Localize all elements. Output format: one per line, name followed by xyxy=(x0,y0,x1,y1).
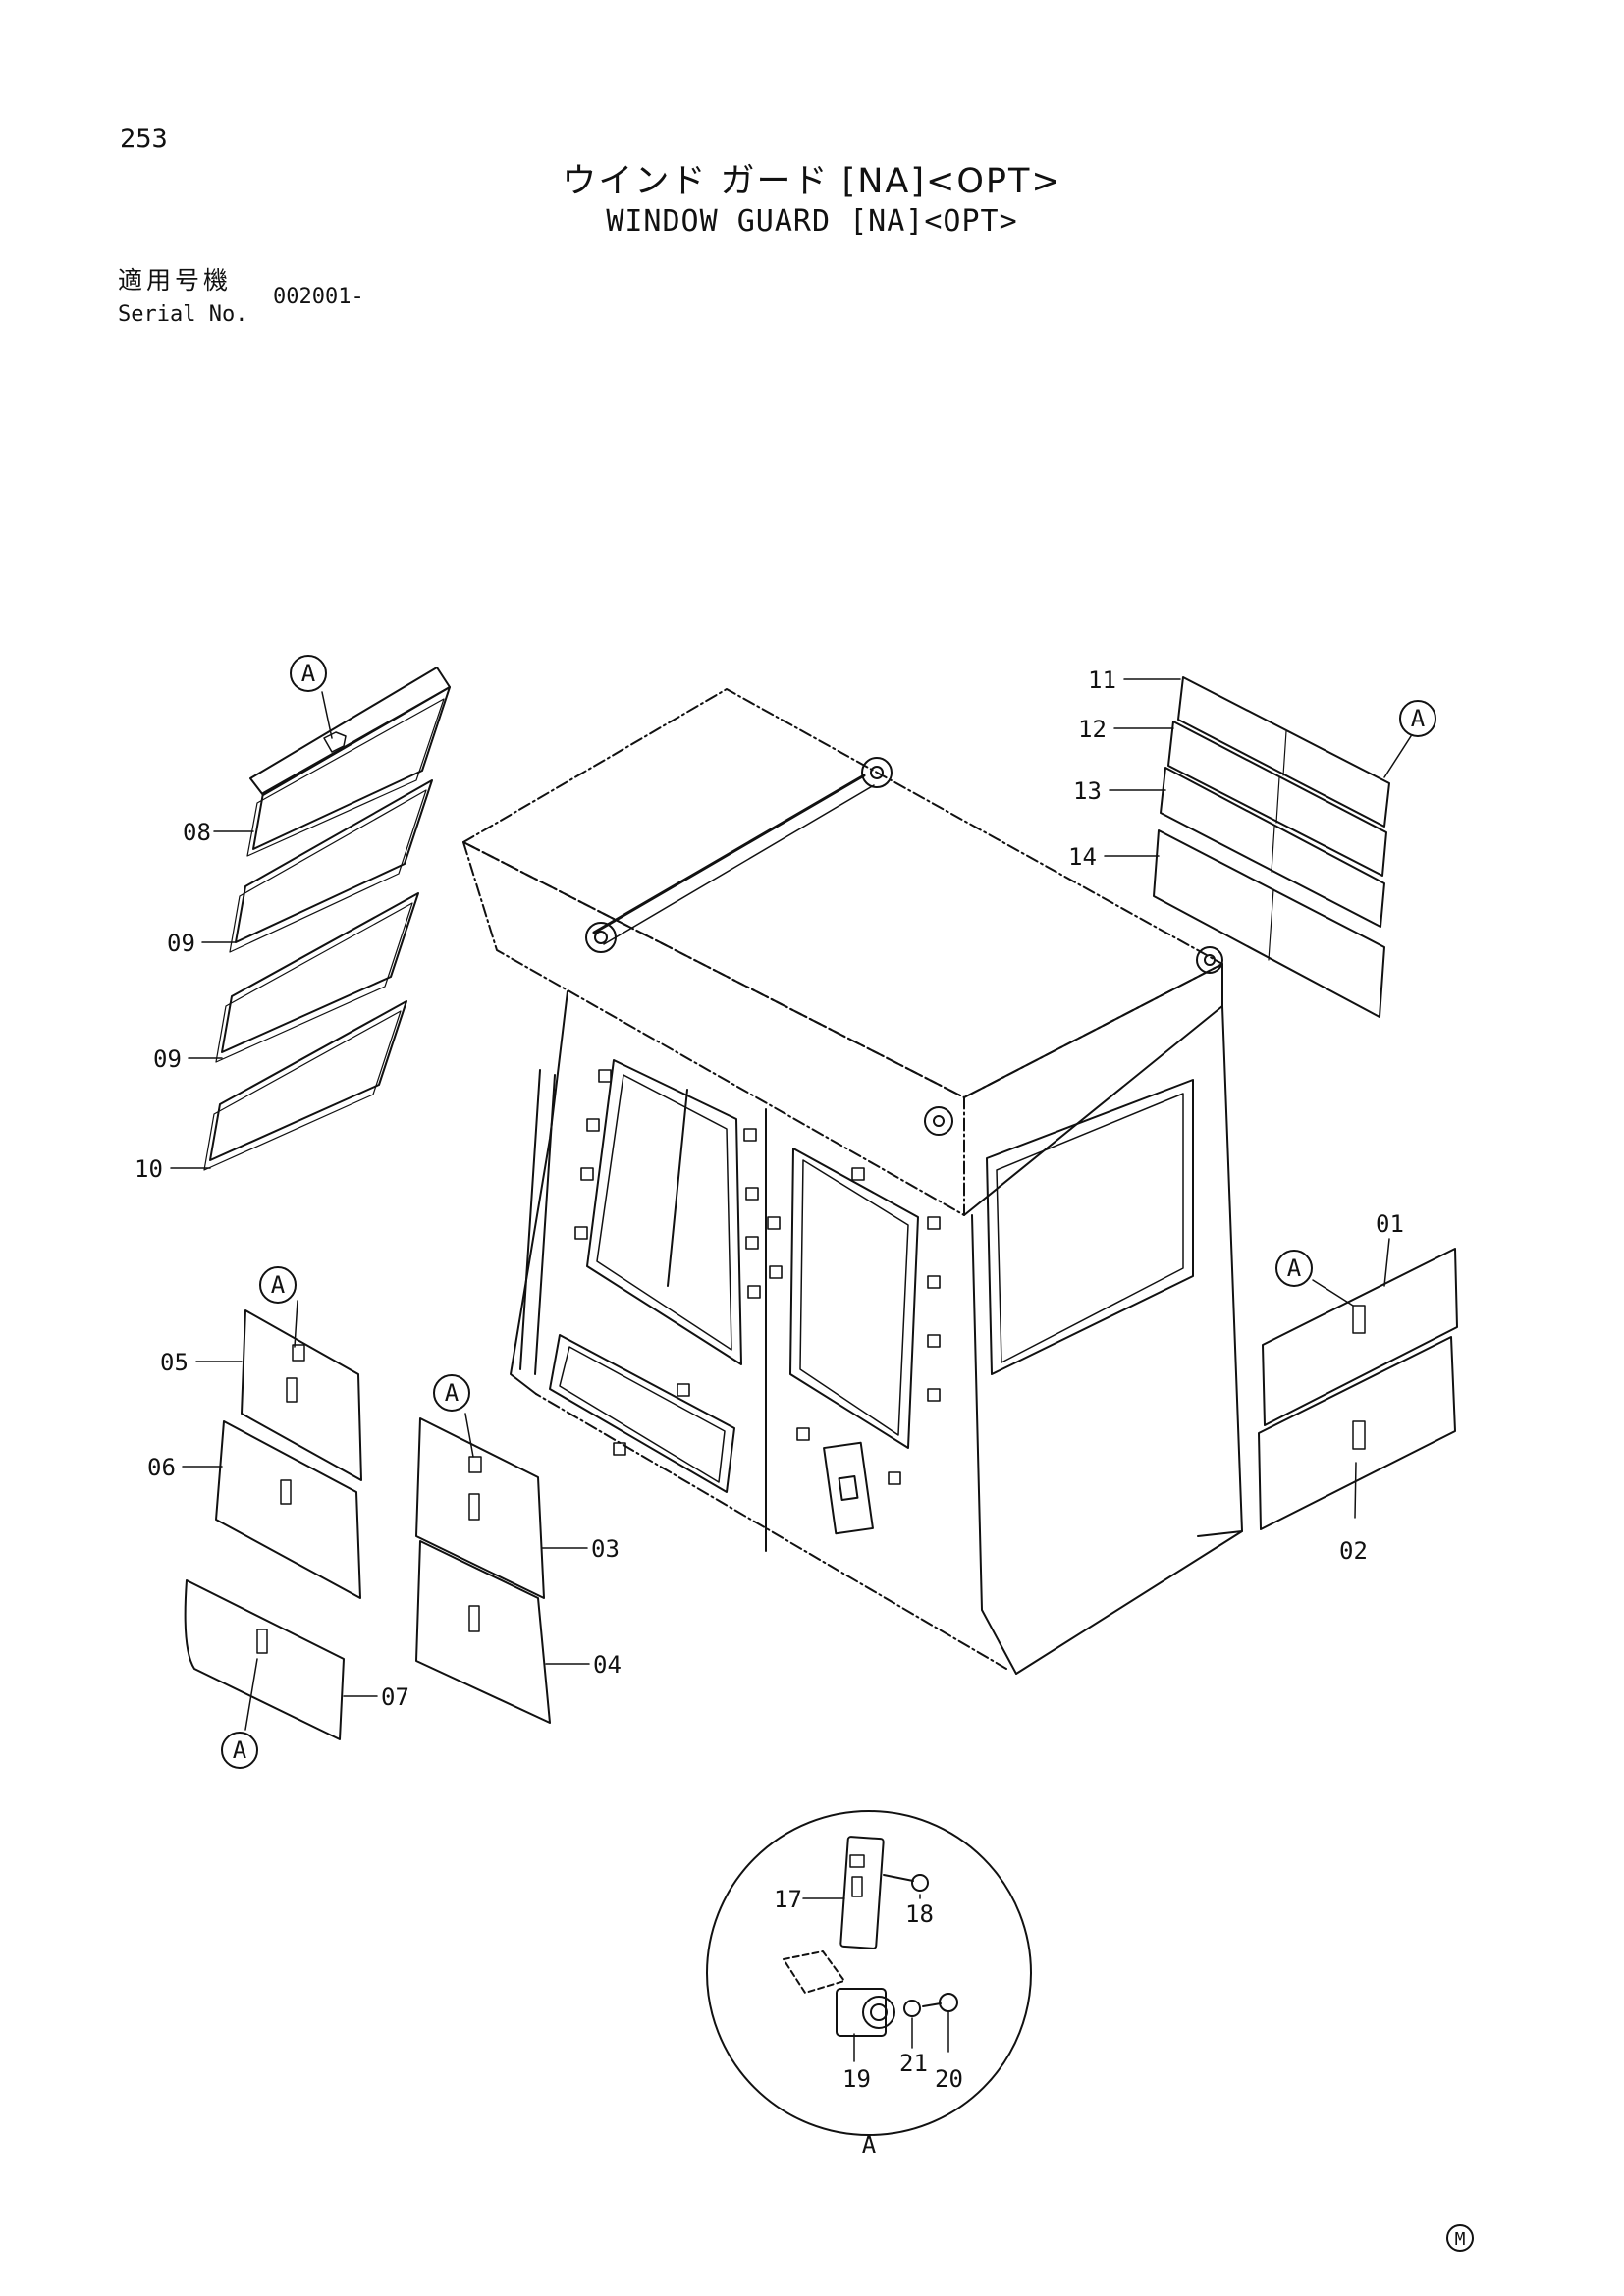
balloon-a-03: A xyxy=(445,1379,460,1407)
part-number-06: 06 xyxy=(147,1454,176,1481)
balloon-a-01: A xyxy=(1287,1255,1302,1282)
guard-panels-05-07 xyxy=(184,1309,362,1740)
serial-number-range: 002001- xyxy=(273,285,364,309)
guard-panels-08-10 xyxy=(203,667,451,1171)
guard-slats-11-14 xyxy=(1153,676,1390,1018)
balloon-a-11: A xyxy=(1411,705,1426,732)
part-number-14: 14 xyxy=(1068,843,1097,871)
part-number-05: 05 xyxy=(160,1349,189,1376)
balloon-a-05: A xyxy=(271,1271,286,1299)
detail-reference-balloons xyxy=(221,655,1474,2252)
part-number-08: 08 xyxy=(183,819,211,846)
part-number-20: 20 xyxy=(935,2065,963,2093)
guard-panels-03-04 xyxy=(415,1417,551,1724)
page-number: 253 xyxy=(120,124,168,154)
serial-label-japanese: 適用号機 xyxy=(118,266,233,294)
part-number-01: 01 xyxy=(1376,1210,1404,1238)
part-number-17: 17 xyxy=(774,1886,802,1913)
part-number-02: 02 xyxy=(1339,1537,1368,1565)
part-number-13: 13 xyxy=(1073,777,1102,805)
part-number-07: 07 xyxy=(381,1683,409,1711)
guard-panels-01-02 xyxy=(1258,1248,1458,1530)
part-number-12: 12 xyxy=(1078,716,1107,743)
footer-mark: M xyxy=(1455,2229,1466,2250)
part-number-09-lower: 09 xyxy=(153,1045,182,1073)
part-number-10: 10 xyxy=(135,1155,163,1183)
part-number-11: 11 xyxy=(1088,667,1116,694)
title-english: WINDOW GUARD [NA]<OPT> xyxy=(606,204,1018,239)
cab-illustration xyxy=(462,688,1243,1675)
part-number-03: 03 xyxy=(591,1535,620,1563)
part-number-21: 21 xyxy=(899,2050,928,2077)
leader-lines xyxy=(170,678,1412,2139)
serial-label-english: Serial No. xyxy=(118,302,248,327)
part-number-19: 19 xyxy=(842,2065,871,2093)
part-number-04: 04 xyxy=(593,1651,622,1679)
balloon-a-07: A xyxy=(233,1736,247,1764)
part-number-09-upper: 09 xyxy=(167,930,195,957)
part-number-18: 18 xyxy=(905,1900,934,1928)
detail-a-label: A xyxy=(862,2131,877,2159)
title-japanese: ウインド ガード [NA]<OPT> xyxy=(562,162,1062,201)
balloon-a-08: A xyxy=(301,660,316,687)
